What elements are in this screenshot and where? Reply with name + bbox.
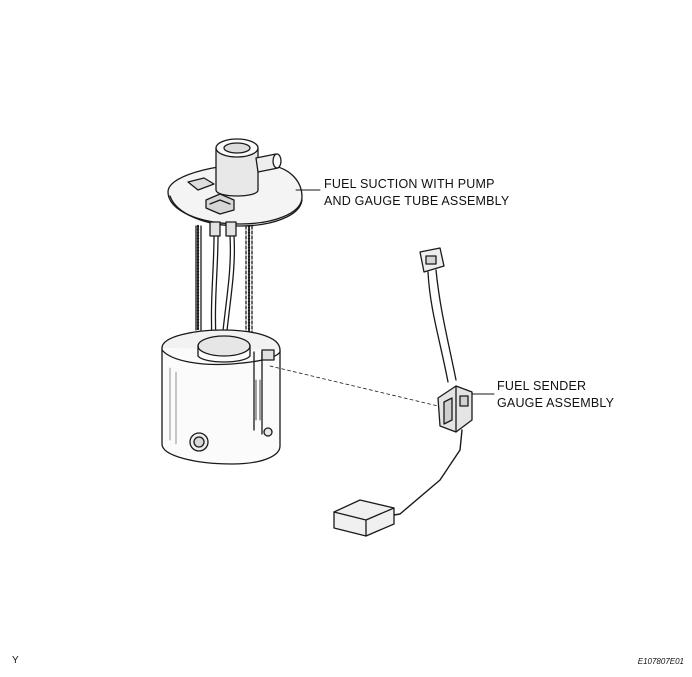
assembly-leader-line xyxy=(269,365,439,407)
fuel-suction-pump-assembly xyxy=(161,138,303,465)
fuel-suction-pump-label: FUEL SUCTION WITH PUMP AND GAUGE TUBE AS… xyxy=(324,176,509,210)
pump-label-line2: AND GAUGE TUBE ASSEMBLY xyxy=(324,194,510,208)
fuel-sender-label: FUEL SENDER GAUGE ASSEMBLY xyxy=(497,378,614,412)
sender-label-line2: GAUGE ASSEMBLY xyxy=(497,396,615,410)
fuel-sender-gauge-assembly xyxy=(333,247,473,537)
sender-label-line1: FUEL SENDER xyxy=(497,379,587,393)
corner-letter: Y xyxy=(12,655,19,666)
figure-id: E107807E01 xyxy=(637,657,684,666)
pump-label-line1: FUEL SUCTION WITH PUMP xyxy=(324,177,495,191)
